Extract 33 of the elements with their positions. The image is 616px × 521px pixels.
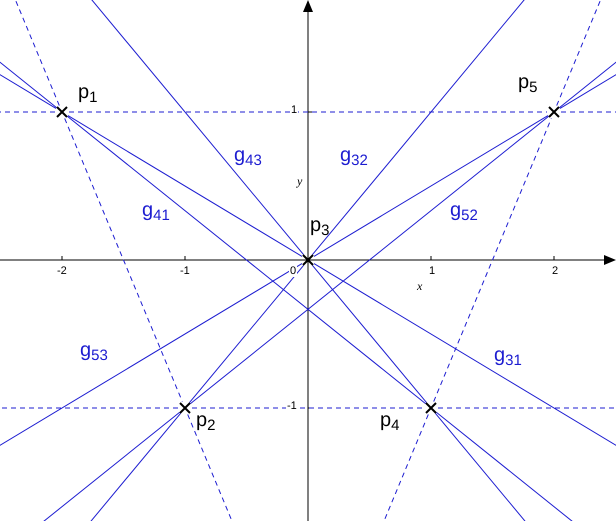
- line: [68, 115, 302, 257]
- axis-label: x: [417, 280, 422, 292]
- tick-label: -1: [286, 401, 298, 412]
- line-label: g$_{52}$: [450, 200, 478, 220]
- line-label: g$_{41}$: [142, 200, 170, 220]
- cross-mark: [425, 402, 437, 414]
- line: [188, 264, 304, 404]
- tick-label: 2: [551, 266, 560, 277]
- cross-mark: [302, 254, 314, 266]
- point-label: p$_{3}$: [310, 215, 330, 235]
- line: [312, 264, 428, 404]
- line-label: g$_{43}$: [234, 145, 262, 165]
- point-label: p$_{4}$: [380, 410, 400, 430]
- tick-label: 1: [290, 105, 298, 116]
- cross-mark: [548, 106, 560, 118]
- line-label: g$_{31}$: [494, 345, 522, 365]
- line: [64, 118, 183, 402]
- point-label: p$_{1}$: [78, 82, 98, 102]
- point-label: p$_{2}$: [196, 410, 216, 430]
- line: [314, 115, 548, 257]
- tick-label: 0: [289, 266, 298, 277]
- tick-label: 1: [428, 266, 436, 277]
- line: [190, 116, 550, 404]
- cross-mark: [56, 106, 68, 118]
- line: [433, 118, 552, 402]
- point-label: p$_{5}$: [518, 72, 538, 92]
- tick-label: -2: [56, 266, 68, 277]
- tick-label: -1: [179, 266, 191, 277]
- line-label: g$_{53}$: [80, 340, 108, 360]
- line-label: g$_{32}$: [340, 145, 368, 165]
- line: [66, 116, 426, 404]
- cross-mark: [179, 402, 191, 414]
- axis-label: y: [297, 175, 302, 187]
